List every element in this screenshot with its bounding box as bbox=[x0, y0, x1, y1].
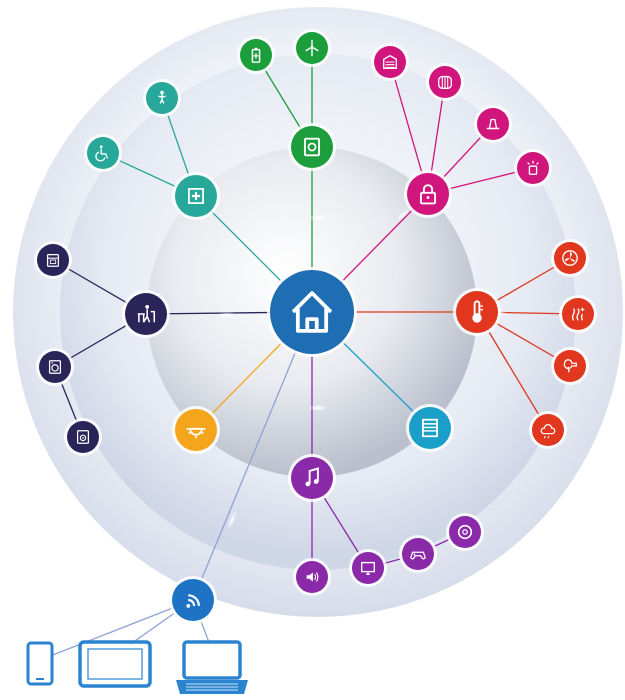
heater-node[interactable] bbox=[559, 295, 597, 333]
wheelchair-node[interactable] bbox=[84, 134, 122, 172]
padlock-node[interactable] bbox=[404, 170, 452, 218]
weather-node[interactable] bbox=[529, 411, 567, 449]
tablet-icon[interactable] bbox=[78, 640, 152, 688]
home-node[interactable] bbox=[267, 267, 357, 357]
oven-node[interactable] bbox=[34, 241, 72, 279]
light-node[interactable] bbox=[172, 406, 220, 454]
disc-node[interactable] bbox=[446, 513, 484, 551]
shutter-node[interactable] bbox=[426, 63, 464, 101]
wind-turbine-node[interactable] bbox=[293, 29, 331, 67]
siren-node[interactable] bbox=[514, 149, 552, 187]
dryer-node[interactable] bbox=[64, 418, 102, 456]
garage-door-node[interactable] bbox=[371, 43, 409, 81]
thermometer-node[interactable] bbox=[453, 288, 501, 336]
devices bbox=[26, 640, 248, 694]
window-blind-node[interactable] bbox=[406, 404, 454, 452]
hairdryer-node[interactable] bbox=[551, 347, 589, 385]
alarm-node[interactable] bbox=[474, 105, 512, 143]
fan-node[interactable] bbox=[551, 239, 589, 277]
kitchen-node[interactable] bbox=[122, 290, 170, 338]
gamepad-node[interactable] bbox=[399, 535, 437, 573]
energy-meter-node[interactable] bbox=[288, 123, 336, 171]
battery-node[interactable] bbox=[237, 36, 275, 74]
first-aid-node[interactable] bbox=[172, 172, 220, 220]
speaker-node[interactable] bbox=[293, 558, 331, 596]
music-note-node[interactable] bbox=[288, 454, 336, 502]
tv-node[interactable] bbox=[349, 549, 387, 587]
baby-node[interactable] bbox=[143, 79, 181, 117]
washing-machine-node[interactable] bbox=[36, 348, 74, 386]
smartphone-icon[interactable] bbox=[26, 641, 54, 686]
laptop-icon[interactable] bbox=[176, 640, 248, 694]
wifi-node[interactable] bbox=[169, 576, 217, 624]
